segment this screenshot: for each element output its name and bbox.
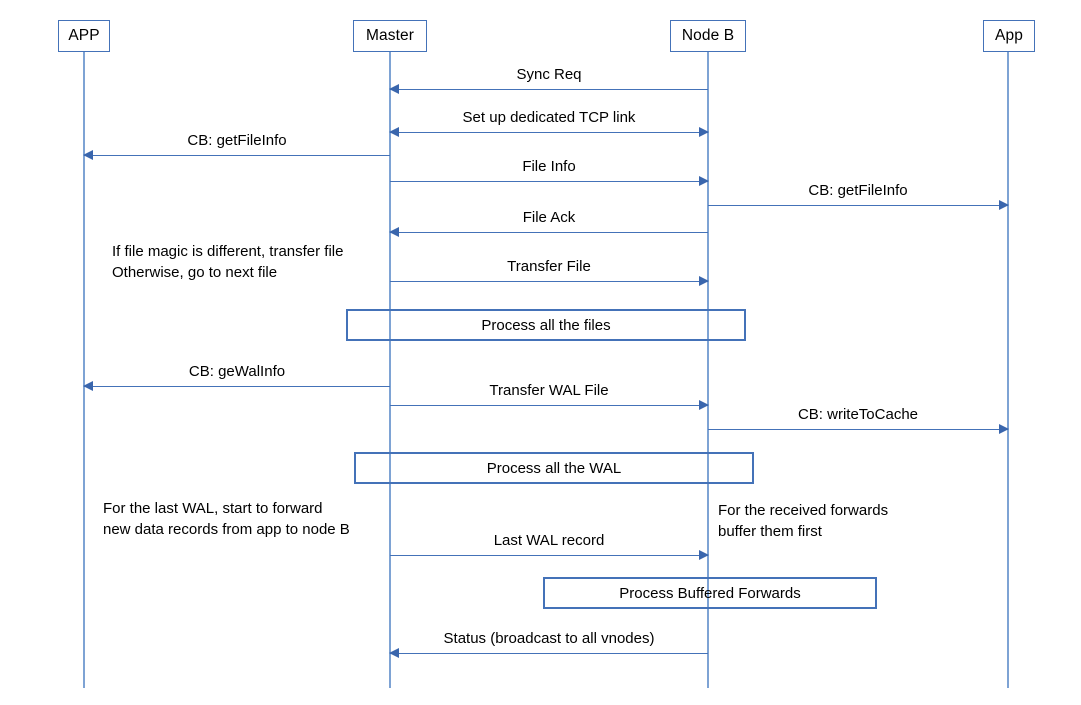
- message-label: Last WAL record: [493, 531, 605, 549]
- message-label: CB: getFileInfo: [187, 131, 287, 149]
- process-box-process-all-the-files[interactable]: Process all the files: [346, 309, 746, 341]
- message-line: [390, 281, 708, 283]
- arrowhead-right-icon: [999, 424, 1009, 435]
- message-line: [390, 232, 708, 234]
- lifeline-app-left: [83, 52, 85, 688]
- participant-label: Node B: [681, 27, 735, 45]
- participant-label: APP: [68, 27, 100, 45]
- lifeline-app-right: [1007, 52, 1009, 688]
- arrowhead-right-icon: [699, 400, 709, 411]
- message-line: [390, 555, 708, 557]
- note-last-wal-forward: For the last WAL, start to forward new d…: [103, 500, 350, 539]
- message-line: [390, 89, 708, 91]
- arrowhead-left-icon: [389, 127, 399, 138]
- message-line: [390, 181, 708, 183]
- message-line: [708, 429, 1008, 431]
- participant-master[interactable]: Master: [353, 20, 427, 52]
- message-label: File Ack: [522, 208, 576, 226]
- message-line: [708, 205, 1008, 207]
- arrowhead-left-icon: [389, 648, 399, 659]
- message-label: File Info: [522, 157, 576, 175]
- message-line: [390, 653, 708, 655]
- message-line: [390, 405, 708, 407]
- message-line: [84, 155, 390, 157]
- arrowhead-right-icon: [699, 276, 709, 287]
- note-buffer-received-forwards: For the received forwards buffer them fi…: [718, 502, 889, 541]
- process-box-label: Process Buffered Forwards: [619, 584, 801, 602]
- lifeline-node-b: [707, 52, 709, 688]
- arrowhead-left-icon: [83, 150, 93, 161]
- message-label: Transfer File: [507, 257, 591, 275]
- arrowhead-right-icon: [699, 176, 709, 187]
- message-label: Transfer WAL File: [489, 381, 609, 399]
- process-box-label: Process all the files: [481, 316, 611, 334]
- process-box-process-buffered-forwards[interactable]: Process Buffered Forwards: [543, 577, 877, 609]
- message-line: [84, 386, 390, 388]
- arrowhead-right-icon: [699, 550, 709, 561]
- process-box-process-all-the-wal[interactable]: Process all the WAL: [354, 452, 754, 484]
- message-label: CB: geWalInfo: [188, 362, 286, 380]
- arrowhead-right-icon: [699, 127, 709, 138]
- participant-label: App: [995, 27, 1023, 45]
- process-box-label: Process all the WAL: [486, 459, 622, 477]
- participant-app-right[interactable]: App: [983, 20, 1035, 52]
- message-label: Sync Req: [516, 65, 582, 83]
- message-label: Set up dedicated TCP link: [462, 108, 636, 126]
- arrowhead-left-icon: [83, 381, 93, 392]
- participant-app-left[interactable]: APP: [58, 20, 110, 52]
- arrowhead-right-icon: [999, 200, 1009, 211]
- arrowhead-left-icon: [389, 84, 399, 95]
- participant-node-b[interactable]: Node B: [670, 20, 746, 52]
- message-line: [390, 132, 708, 134]
- participant-label: Master: [366, 27, 414, 45]
- message-label: CB: getFileInfo: [808, 181, 908, 199]
- note-file-magic: If file magic is different, transfer fil…: [112, 243, 344, 282]
- message-label: CB: writeToCache: [797, 405, 919, 423]
- message-label: Status (broadcast to all vnodes): [443, 629, 655, 647]
- arrowhead-left-icon: [389, 227, 399, 238]
- lifeline-master: [389, 52, 391, 688]
